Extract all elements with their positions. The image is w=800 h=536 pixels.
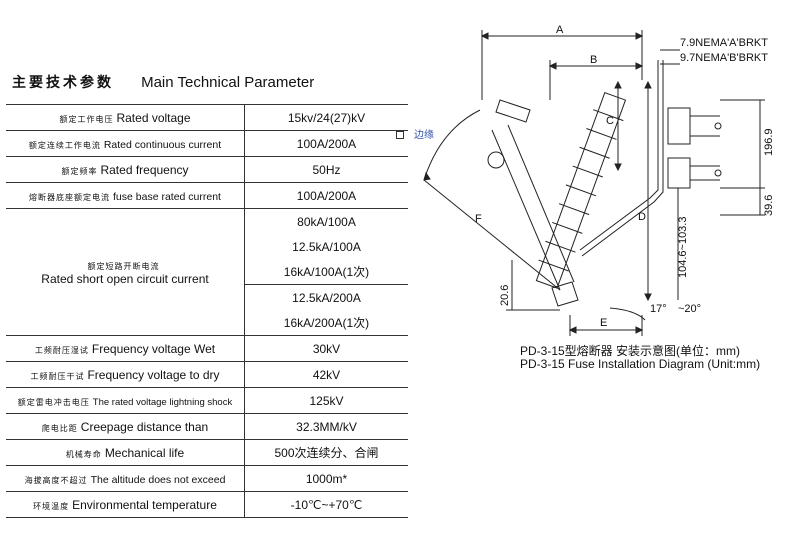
arc-f: F	[423, 109, 561, 291]
param-value: 12.5kA/200A	[244, 284, 408, 310]
param-name-cn: 爬电比距	[41, 423, 78, 433]
param-name-cn: 工频耐压湿试	[34, 345, 89, 355]
param-name-en: Rated frequency	[100, 162, 189, 177]
param-name-cn: 熔断器底座额定电流	[29, 192, 110, 202]
param-value: 30kV	[244, 335, 408, 362]
param-value: 80kA/100A	[244, 208, 408, 234]
dim-label-e: E	[600, 317, 607, 329]
param-name-cn: 机械寿命	[65, 449, 102, 459]
param-name-cn: 额定雷电冲击电压	[17, 397, 90, 407]
title-chinese: 主要技术参数	[12, 75, 114, 91]
param-name-en: Frequency voltage to dry	[87, 367, 220, 382]
param-value: 16kA/200A(1次)	[283, 316, 370, 330]
param-name-cn: 工频耐压干试	[30, 371, 85, 381]
param-name-en: fuse base rated current	[113, 190, 221, 203]
param-value: -10℃~+70℃	[244, 491, 408, 518]
param-name-cn: 额定连续工作电流	[28, 140, 101, 150]
fuse-installation-diagram: A B 7.9NEMA'A'BRKT 9.7NEMA'B'BRKT C D	[423, 24, 775, 336]
param-value: 500次连续分、合闸	[244, 439, 408, 466]
fuse-tube	[487, 99, 579, 307]
angle-17-label: 17°	[650, 303, 667, 315]
anchor-square-icon	[396, 131, 404, 139]
dim-label-b: B	[590, 54, 597, 66]
param-value: 125kV	[244, 387, 408, 414]
dim-label-a: A	[556, 24, 564, 36]
param-name-en: Mechanical life	[104, 445, 185, 460]
param-name-en: The altitude does not exceed	[90, 473, 226, 486]
param-value: 100A/200A	[244, 182, 408, 209]
dim-label-39: 39.6	[763, 195, 775, 216]
dim-label-20: 20.6	[499, 285, 511, 306]
param-value: 15kv/24(27)kV	[244, 104, 408, 131]
param-value: 1000m*	[244, 465, 408, 492]
dimension-e: E	[568, 315, 644, 336]
param-name-en: Environmental temperature	[72, 497, 217, 512]
dimension-104: 104.6~103.3	[677, 188, 689, 300]
param-value: 42kV	[244, 361, 408, 388]
param-value: 16kA/100A(1次)	[283, 265, 370, 279]
dim-label-f: F	[475, 213, 482, 225]
param-value: 100A/200A	[244, 130, 408, 157]
param-name-en: Rated continuous current	[103, 138, 222, 151]
dim-label-c: C	[606, 115, 614, 127]
param-name-cn: 额定短路开断电流	[87, 262, 160, 271]
dimension-196: 196.9	[720, 99, 775, 189]
diagram-caption-cn: PD-3-15型熔断器 安装示意图(单位：mm)	[520, 344, 741, 358]
param-value: 32.3MM/kV	[244, 413, 408, 440]
angle-marker: 17° ~20°	[609, 303, 701, 321]
dimension-d: D	[638, 80, 652, 302]
dim-label-d: D	[638, 211, 646, 223]
param-name-en: Rated short open circuit current	[41, 272, 209, 286]
dimension-20: 20.6	[499, 260, 560, 311]
param-name-en: Frequency voltage Wet	[91, 341, 216, 356]
title-english: Main Technical Parameter	[141, 74, 315, 91]
param-name-cn: 环境温度	[33, 501, 70, 511]
param-name-en: The rated voltage lightning shock	[92, 396, 233, 408]
edge-label-text: 边缘	[414, 130, 434, 141]
angle-20-label: ~20°	[678, 303, 701, 315]
table-subrow: 12.5kA/100A	[6, 234, 408, 259]
param-name-cn: 海拔高度不超过	[24, 475, 88, 485]
dimension-a: A	[480, 24, 644, 100]
param-value: 50Hz	[244, 156, 408, 183]
dim-label-196: 196.9	[763, 128, 775, 156]
section-title: 主要技术参数 Main Technical Parameter	[12, 72, 314, 94]
dim-label-104: 104.6~103.3	[677, 217, 689, 278]
param-name-cn: 额定频率	[61, 166, 98, 176]
param-name-cn: 额定工作电压	[59, 114, 114, 124]
diagram-caption-en: PD-3-15 Fuse Installation Diagram (Unit:…	[520, 357, 761, 371]
insulator	[535, 91, 627, 289]
mounting-bracket	[579, 60, 722, 257]
param-name-en: Creepage distance than	[80, 419, 209, 434]
dimension-c: C	[606, 80, 622, 172]
nema-a-label: 7.9NEMA'A'BRKT	[680, 37, 768, 49]
param-value: 12.5kA/100A	[292, 239, 361, 254]
table-subrow: 12.5kA/200A	[6, 284, 408, 310]
table-row: 额定短路开断电流 Rated short open circuit curren…	[6, 208, 408, 336]
table-subrow: 16kA/100A(1次)	[6, 259, 408, 285]
edge-marker: 边缘	[396, 126, 434, 141]
nema-b-label: 9.7NEMA'B'BRKT	[680, 52, 768, 64]
dimension-39: 39.6	[720, 188, 775, 216]
dimension-b: B	[548, 54, 644, 100]
param-name-en: Rated voltage	[116, 110, 191, 125]
table-subrow: 16kA/200A(1次)	[6, 310, 408, 336]
